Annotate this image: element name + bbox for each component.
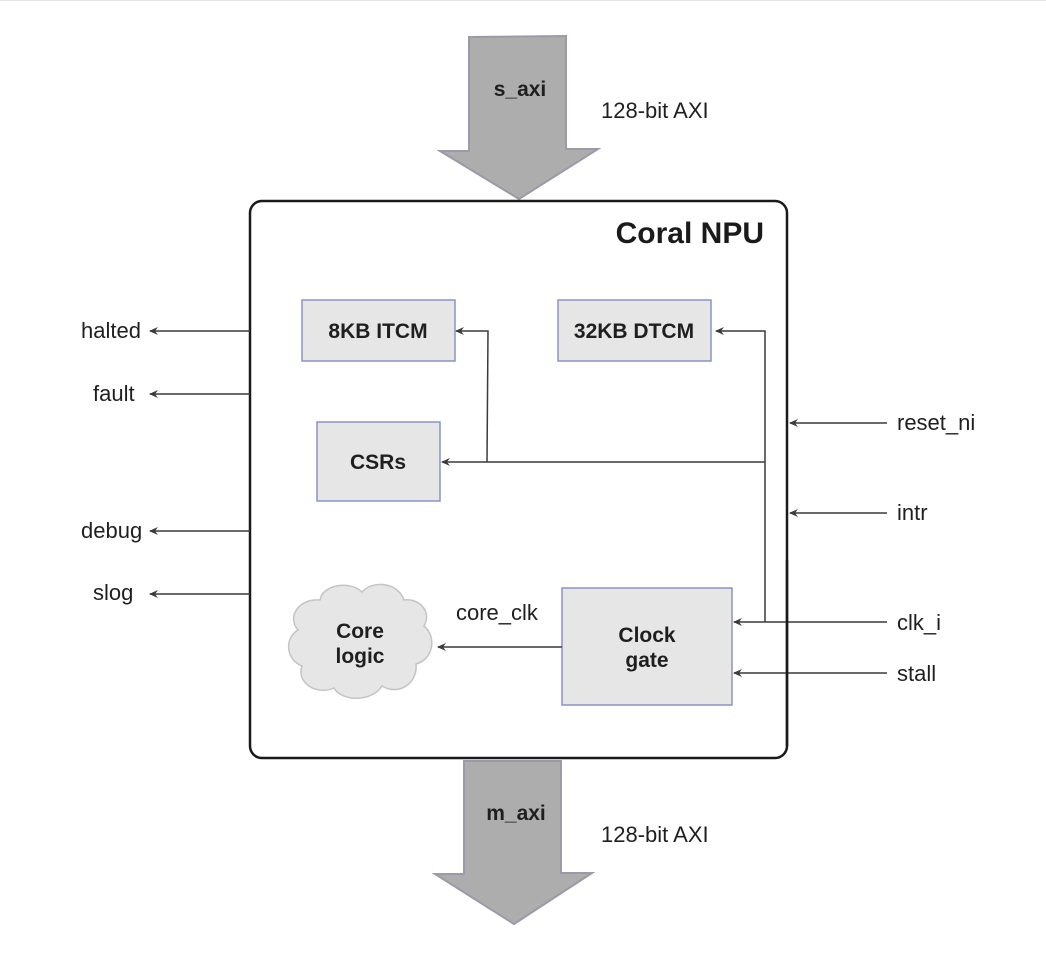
clk-i-label: clk_i xyxy=(897,610,941,635)
top-border xyxy=(0,0,1046,1)
intr-label: intr xyxy=(897,500,928,525)
csrs-label: CSRs xyxy=(350,451,406,474)
itcm-block: 8KB ITCM xyxy=(301,299,456,362)
output-signal-halted: halted xyxy=(81,318,250,343)
csrs-block: CSRs xyxy=(316,421,441,502)
s-axi-label: s_axi xyxy=(494,78,547,101)
dtcm-block: 32KB DTCM xyxy=(557,299,712,362)
input-signal-reset-ni: reset_ni xyxy=(789,410,975,435)
fault-label: fault xyxy=(93,381,135,406)
core-logic-label-line1: Core xyxy=(336,620,384,643)
stall-label: stall xyxy=(897,661,936,686)
halted-label: halted xyxy=(81,318,141,343)
slog-label: slog xyxy=(93,580,133,605)
output-signal-slog: slog xyxy=(93,580,250,605)
input-signal-stall: stall xyxy=(733,661,936,686)
itcm-label: 8KB ITCM xyxy=(328,320,427,343)
s-axi-bus-arrow: s_axi xyxy=(436,34,602,201)
core-logic-cloud: Core logic xyxy=(288,583,433,699)
clock-gate-label-line1: Clock xyxy=(618,624,676,647)
output-signal-fault: fault xyxy=(93,381,250,406)
diagram-title: Coral NPU xyxy=(616,217,764,250)
dtcm-label: 32KB DTCM xyxy=(574,320,694,343)
output-signal-debug: debug xyxy=(81,518,250,543)
clock-gate-label-line2: gate xyxy=(625,649,668,672)
m-axi-bus-arrow: m_axi xyxy=(431,760,596,926)
m-axi-width-label: 128-bit AXI xyxy=(601,822,709,847)
debug-label: debug xyxy=(81,518,142,543)
core-clk-label: core_clk xyxy=(456,600,539,625)
m-axi-label: m_axi xyxy=(486,802,546,825)
core-logic-label-line2: logic xyxy=(335,645,384,668)
input-signal-intr: intr xyxy=(789,500,928,525)
clock-gate-block: Clock gate xyxy=(561,587,733,706)
internal-distribution-wires xyxy=(441,327,766,622)
input-signal-clk-i: clk_i xyxy=(733,610,941,635)
reset-ni-label: reset_ni xyxy=(897,410,975,435)
s-axi-width-label: 128-bit AXI xyxy=(601,98,709,123)
